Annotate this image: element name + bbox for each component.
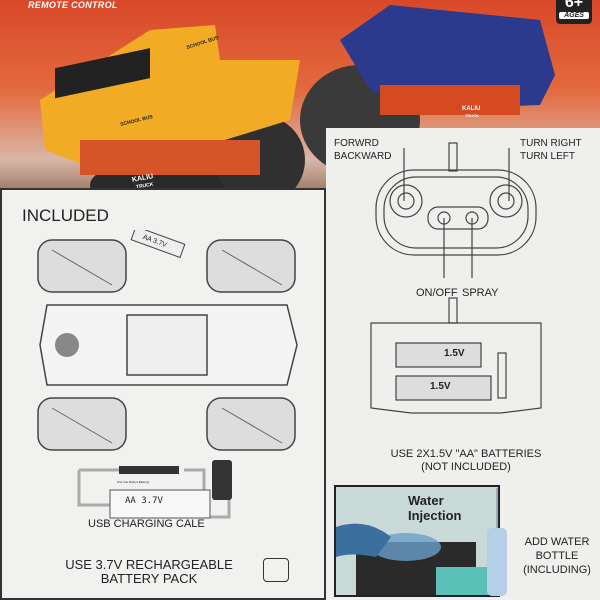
water-bottle-icon: [487, 488, 507, 596]
battery-1-label: 1.5V: [444, 348, 465, 359]
usb-cable-diagram: [77, 460, 232, 519]
on-off-label: ON/OFF: [416, 287, 458, 299]
bottle-label-3: (INCLUDING): [523, 564, 591, 576]
water-title-1: Water: [408, 493, 444, 508]
turn-right-label: TURN RIGHT: [520, 138, 582, 149]
battery-note-2: (NOT INCLUDED): [421, 461, 511, 473]
cable-caption: USB CHARGING CALE: [88, 518, 205, 530]
backward-label: BACKWARD: [334, 151, 392, 162]
battery-pack-note-1: USE 3.7V RECHARGEABLE: [65, 557, 233, 572]
spray-label: SPRAY: [462, 287, 499, 299]
cable-battery-label: AA 3.7V: [125, 496, 163, 506]
bottle-label-2: BOTTLE: [535, 550, 579, 562]
remote-diagram: [370, 142, 542, 414]
forward-label: FORWRD: [334, 138, 379, 149]
age-number: 6+: [564, 0, 584, 11]
age-badge: 6+ AGES: [556, 0, 592, 24]
included-title: INCLUDED: [22, 206, 109, 225]
cable-note: (For Car Body's Battery): [117, 480, 150, 484]
remote-control-label: REMOTE CONTROL: [28, 0, 118, 10]
checkbox: [263, 558, 289, 582]
water-injection-illustration: [336, 523, 498, 595]
battery-2-label: 1.5V: [430, 381, 451, 392]
car-chassis-diagram: [37, 230, 298, 451]
water-title-2: Injection: [408, 508, 462, 523]
water-injection-photo: Water Injection: [334, 485, 500, 597]
water-panel: Water Injection ADD WATER BOTTLE (INCLUD…: [326, 480, 600, 600]
battery-note-1: USE 2X1.5V "AA" BATTERIES: [390, 448, 542, 460]
included-panel: INCLUDED AA 3.7V (For Car Body's Battery…: [0, 188, 326, 600]
turn-left-label: TURN LEFT: [520, 151, 575, 162]
age-label: AGES: [559, 12, 589, 19]
battery-pack-note-2: BATTERY PACK: [100, 571, 198, 586]
remote-panel: FORWRD BACKWARD TURN RIGHT TURN LEFT ON/…: [326, 128, 600, 480]
bottle-label-1: ADD WATER: [524, 536, 590, 548]
monster-brand-sub-label: TRUCK: [465, 113, 479, 118]
monster-brand-label: KALIU: [462, 106, 481, 112]
